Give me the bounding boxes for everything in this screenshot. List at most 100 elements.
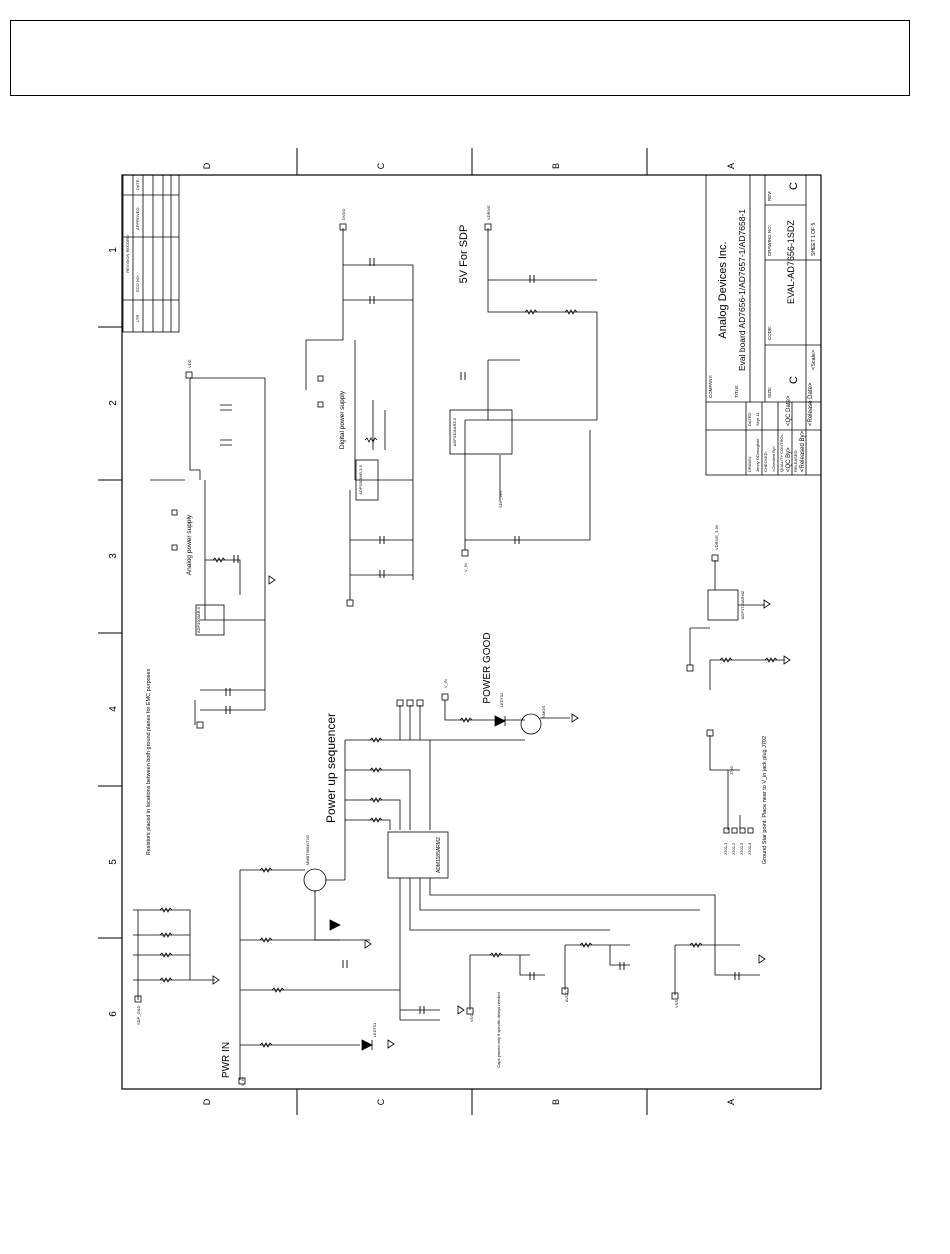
zone-number-2: 2 [108, 400, 119, 406]
ground-symbol-5-icon [387, 1039, 395, 1049]
company-name: Analog Devices Inc. [717, 241, 729, 338]
revision-record-block [122, 174, 180, 333]
note-sequencer: Power up sequencer [324, 713, 338, 823]
part-led-good: LED702 [499, 692, 504, 707]
checked-value: <Checked By> [771, 445, 776, 472]
net-j702-4: J702-4 [747, 842, 752, 855]
net-sdp-gnd: SDP_GND [136, 1006, 141, 1025]
sheet-number: SHEET 1 OF 5 [811, 223, 817, 256]
part-ldo: ADP1720ARMZ [740, 590, 745, 619]
zone-letter-top-b: B [551, 163, 561, 169]
drawn-value: Jenny ODonoghue [755, 438, 760, 472]
zone-number-5: 5 [108, 859, 119, 865]
note-digital-supply: Digital power supply [339, 390, 346, 449]
company-label: COMPANY: [708, 375, 713, 398]
net-v-in-3: V_IN [463, 563, 468, 572]
zone-letter-bottom-a: A [726, 1099, 736, 1105]
rev-label: REV: [767, 191, 772, 201]
net-dvdd: DVDD [341, 209, 346, 220]
drawing-frame [98, 148, 822, 1115]
drawing-no-label: DRAWING NO: [767, 225, 772, 256]
led-power-good-icon [494, 715, 506, 727]
ground-symbol-3-icon [457, 1005, 465, 1015]
size-label: SIZE: [767, 387, 772, 398]
ground-symbol-9-icon [758, 954, 766, 964]
ground-symbol-4-icon [268, 575, 276, 585]
drawing-no-value: EVAL-AD7656-1SDZ [786, 220, 796, 304]
part-nmos: NMOS [541, 706, 546, 718]
zone-number-6: 6 [108, 1011, 119, 1017]
capacitor-symbols [225, 258, 740, 1014]
component-symbols [212, 575, 791, 1051]
drawn-label: DRAWN: [747, 456, 752, 472]
title-block [705, 174, 822, 476]
net-j702-3: J702-3 [739, 842, 744, 855]
zone-number-4: 4 [108, 706, 119, 712]
connector-pads [134, 223, 754, 1085]
net-j702-2: J702-2 [731, 842, 736, 855]
zone-letter-bottom-b: B [551, 1099, 561, 1105]
zener-icon [329, 919, 341, 931]
net-v-ldo: VDRIVE_3.3V [714, 524, 719, 550]
led-power-in-icon [361, 1039, 373, 1051]
revision-col-date: DATE: [135, 179, 140, 190]
part-u-sdp: ADP3301ARZ-5 [452, 417, 457, 446]
rev-value: C [788, 182, 800, 190]
title-label: TITLE: [734, 384, 739, 398]
zone-letter-bottom-c: C [376, 1098, 386, 1105]
header-box [10, 20, 910, 96]
net-vdd: VDD [187, 359, 192, 368]
note-caps: Caps placed only if specific delays need… [496, 992, 501, 1067]
net-j703: J703 [729, 766, 734, 775]
zone-letter-bottom-d: D [202, 1098, 212, 1105]
note-emc: Resistors placed in locations between bo… [146, 669, 152, 856]
revision-record-title: REVISION RECORD [125, 235, 130, 273]
zone-letter-top-a: A [726, 163, 736, 169]
note-sdp: 5V For SDP [458, 225, 470, 284]
note-analog-supply: Analog power supply [186, 514, 193, 575]
part-adp3303-digital: ADP3303AR-3.3 [358, 464, 363, 494]
part-led-in: LED701 [372, 1022, 377, 1037]
ground-symbol-7-icon [783, 655, 791, 665]
part-adm1185: ADM1185ARMZ [436, 837, 442, 873]
size-value: C [788, 376, 800, 384]
part-pmos: MMBT3904LT1G [305, 835, 310, 865]
quality-label: QUALITY CONTROL: [779, 433, 784, 472]
dated-label: DATED: [747, 412, 752, 426]
zone-number-1: 1 [108, 247, 119, 253]
released-date-value: <Release Date> [808, 382, 814, 426]
revision-col-approved: APPROVED: [135, 207, 140, 230]
net-sdp-vin: SDP_VIN [498, 491, 503, 508]
zone-letter-top-d: D [202, 162, 212, 169]
note-power-good: POWER GOOD [482, 632, 493, 703]
board-title: Eval board AD7656-1/AD7657-1/AD7658-1 [737, 209, 747, 371]
net-vcc: VCC [469, 1013, 474, 1022]
released-label: RELEASED: [793, 450, 798, 472]
revision-col-eco: ECO NO: [135, 275, 140, 292]
released-value: <Released By> [800, 430, 806, 472]
net-j702-1: J702-1 [723, 842, 728, 855]
quality-value: <QC By> [786, 447, 792, 472]
ground-symbol-8-icon [364, 939, 372, 949]
ground-symbol-2-icon [212, 975, 220, 985]
net-v-in-1: V_IN [240, 1077, 245, 1086]
net-vss: VSS [674, 1000, 679, 1008]
revision-col-ltr: LTR [135, 315, 140, 322]
note-pwr-in: PWR IN [221, 1042, 232, 1078]
circuit-wiring [133, 228, 785, 1080]
resistor-symbols [159, 309, 778, 1048]
scale-value: <Scale> [811, 350, 817, 370]
ground-symbol-6-icon [763, 599, 771, 609]
part-adp3303-analog: ADP3303AR-5 [196, 606, 201, 633]
zone-number-3: 3 [108, 553, 119, 559]
ground-symbol-icon [571, 713, 579, 723]
qc-date-value: <QC Date> [786, 395, 792, 426]
checked-label: CHECKED: [763, 451, 768, 472]
net-avcc: AVCC [564, 991, 569, 1002]
dated-value: Sept 11 [755, 412, 760, 426]
note-ground-star: Ground Star point. Place near to V_in ja… [762, 736, 768, 864]
net-v-in-2: V_IN [443, 679, 448, 688]
zone-letter-top-c: C [376, 162, 386, 169]
net-vdrive: VDRIVE [486, 205, 491, 220]
